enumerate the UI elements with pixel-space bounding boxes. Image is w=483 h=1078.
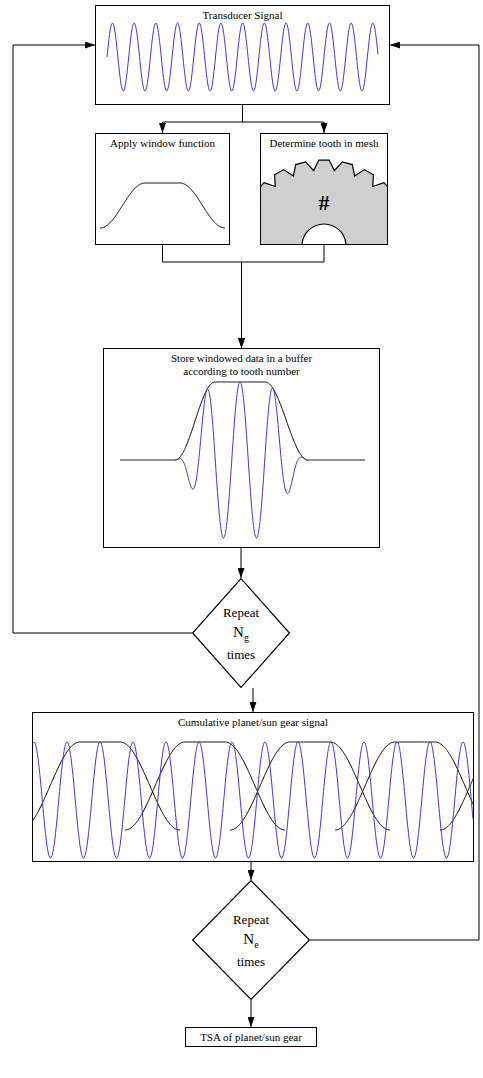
cumulative-wave [33,742,473,858]
label-text: TSA of planet/sun gear [186,1031,316,1044]
label-text: N [233,624,244,640]
transducer-wave [107,23,378,91]
cumulative-illustration [33,742,473,858]
gear-hub [302,224,346,244]
flow-arrow [251,1000,252,1027]
process-box: Determine tooth in mesh # [260,133,388,245]
diamond-shape [193,579,290,688]
flow-arrow [241,548,242,578]
buffer-wave [175,382,308,538]
label-text: times [227,647,255,662]
process-box: Apply window function [95,133,230,245]
label-text: Apply window function [96,137,229,150]
gear-body [261,160,387,244]
gear-illustration [261,160,387,244]
window-curve [100,183,225,228]
decision-diamond: RepeatNe times [192,880,310,1000]
label-text: e [254,939,258,950]
label-text: N [243,931,254,947]
label-text: Determine tooth in mesh [261,137,387,150]
process-box: Store windowed data in a buffer accordin… [103,348,380,548]
decision-diamond: RepeatNg times [192,578,290,688]
label-text: Store windowed data in a buffer accordin… [152,352,332,378]
flow-arrow [163,105,243,133]
flow-arrow [243,105,325,133]
label-text: # [261,190,387,216]
signal-box: Transducer Signal [95,5,390,105]
result-box: TSA of planet/sun gear [185,1027,317,1047]
label-text: Repeat [223,605,259,620]
flow-arrow [242,245,325,348]
label-text: times [237,954,265,969]
label-text: Repeat [233,912,269,927]
label-text: Cumulative planet/sun gear signal [33,716,473,729]
label-text: g [244,632,249,643]
label-text: Transducer Signal [96,9,389,22]
diamond-shape [193,881,310,1000]
signal-box: Cumulative planet/sun gear signal [32,712,474,862]
flow-arrow [310,45,479,940]
flow-arrow [163,245,242,348]
flow-arrow [251,862,252,880]
flow-arrow [253,688,254,712]
